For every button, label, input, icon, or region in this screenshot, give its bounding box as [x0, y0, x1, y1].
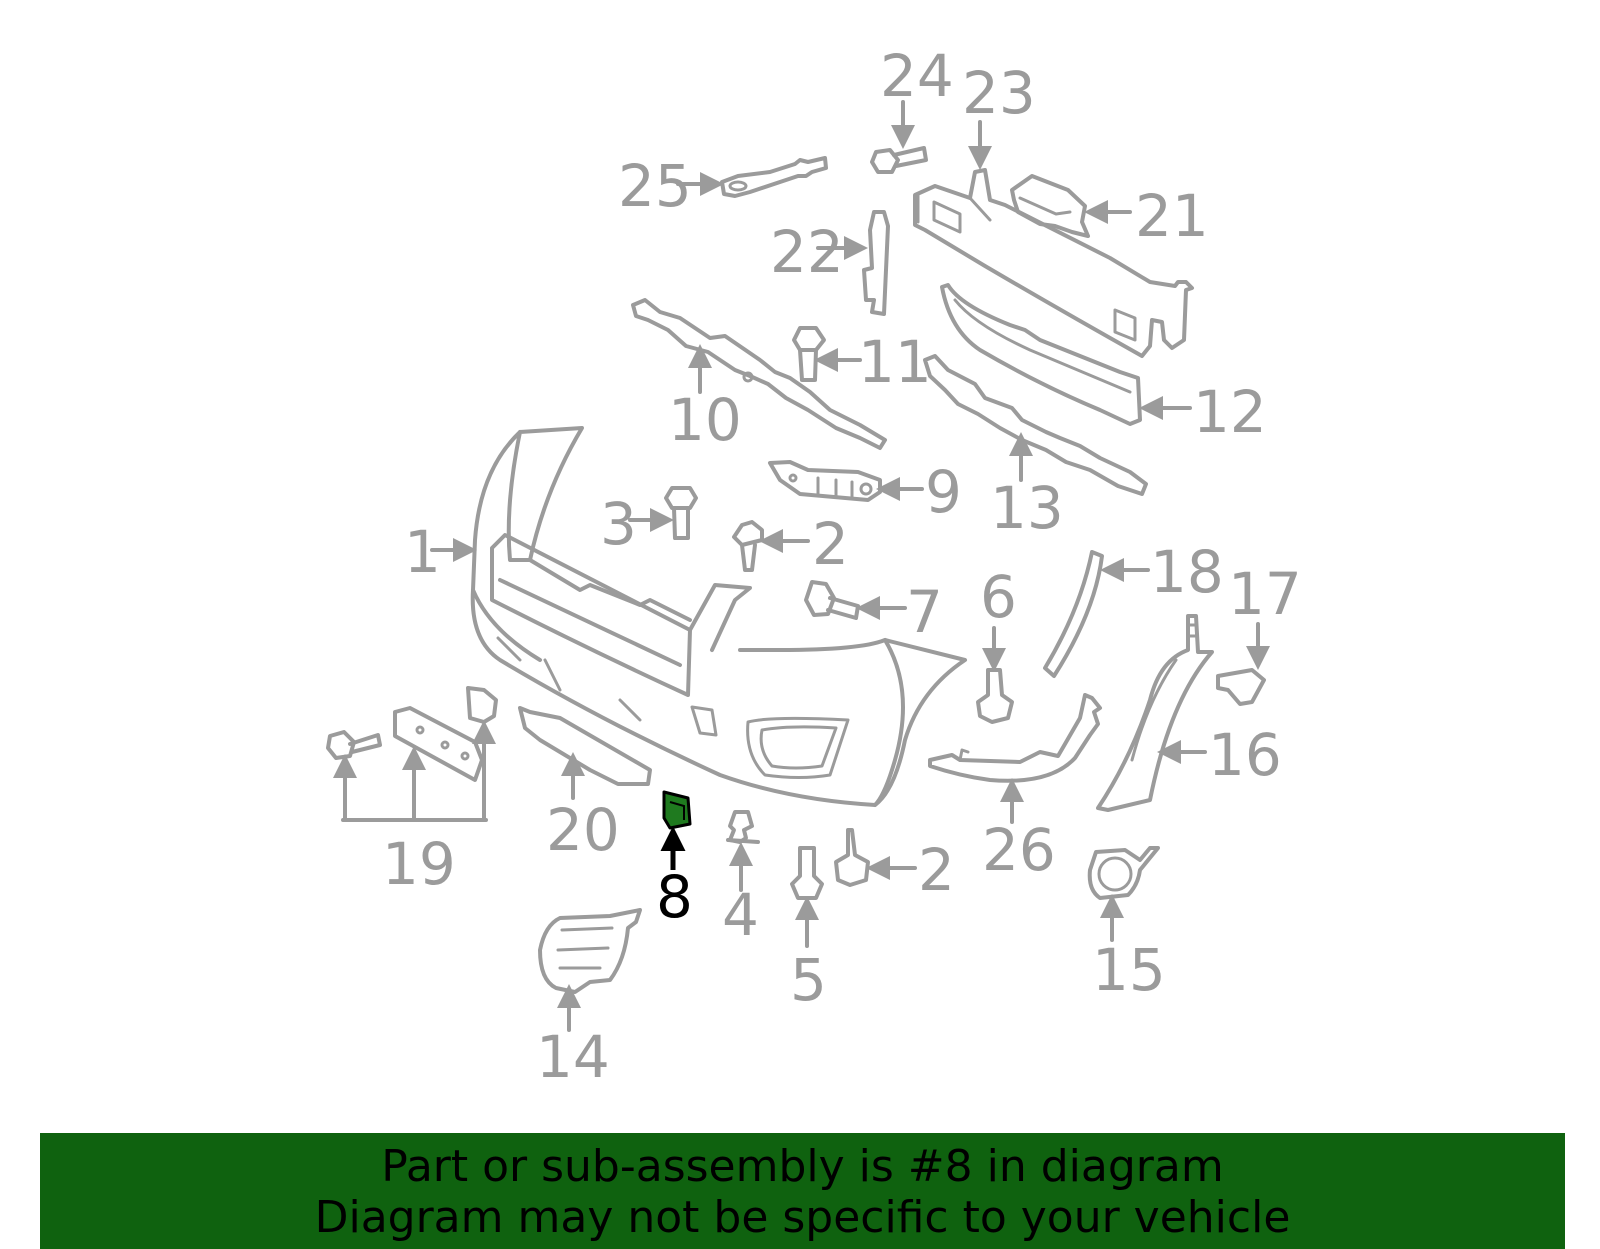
callout-17: 17 [1228, 560, 1302, 628]
callout-14: 14 [536, 1023, 610, 1091]
info-banner: Part or sub-assembly is #8 in diagram Di… [40, 1133, 1565, 1249]
part-17-clip[interactable]: 17 [1216, 560, 1302, 706]
callout-13: 13 [990, 474, 1064, 542]
callout-20: 20 [546, 796, 620, 864]
callout-18: 18 [1150, 538, 1224, 606]
part-14-fog-bezel-left[interactable]: 14 [536, 908, 642, 1091]
part-2-clip-upper[interactable]: 2 [732, 510, 849, 578]
callout-5: 5 [790, 946, 827, 1014]
callout-22: 22 [770, 218, 844, 286]
part-15-fog-lamp[interactable]: 15 [1087, 846, 1166, 1004]
callout-16: 16 [1208, 721, 1282, 789]
part-11-bolt[interactable]: 11 [792, 326, 932, 396]
callout-3: 3 [600, 490, 637, 558]
callout-4: 4 [722, 881, 759, 949]
parts-diagram: 1 2 2 3 4 5 6 [326, 42, 1302, 1091]
callout-15: 15 [1092, 936, 1166, 1004]
part-4-retainer[interactable]: 4 [722, 810, 760, 949]
banner-line-2: Diagram may not be specific to your vehi… [314, 1192, 1291, 1243]
part-6-bolt[interactable]: 6 [976, 563, 1017, 724]
part-12-absorber[interactable]: 12 [940, 283, 1267, 446]
part-3-bolt[interactable]: 3 [600, 486, 698, 558]
part-16-side-retainer[interactable]: 16 [1096, 614, 1282, 812]
part-22-stay[interactable]: 22 [770, 210, 890, 316]
part-7-bolt[interactable]: 7 [804, 578, 943, 646]
callout-6: 6 [980, 563, 1017, 631]
callout-1: 1 [404, 518, 441, 586]
callout-12: 12 [1193, 378, 1267, 446]
part-23-impact-bar[interactable]: 23 [913, 59, 1194, 358]
part-25-tow-hook[interactable]: 25 [618, 152, 828, 220]
part-13-lower-support[interactable]: 13 [923, 354, 1148, 542]
callout-10: 10 [668, 386, 742, 454]
callout-8: 8 [656, 863, 693, 931]
part-26-lower-molding[interactable]: 26 [928, 693, 1102, 884]
callout-25: 25 [618, 152, 692, 220]
part-20-lower-deflector[interactable]: 20 [518, 706, 652, 864]
part-10-upper-support[interactable]: 10 [631, 298, 887, 454]
callout-19: 19 [382, 830, 456, 898]
part-18-extension[interactable]: 18 [1043, 538, 1224, 678]
callout-23: 23 [962, 59, 1036, 127]
callout-24: 24 [880, 42, 954, 110]
callout-11: 11 [858, 328, 932, 396]
part-24-bolt[interactable]: 24 [870, 42, 954, 174]
callout-2-lower: 2 [918, 836, 955, 904]
part-9-bracket[interactable]: 9 [768, 458, 962, 526]
callout-7: 7 [906, 578, 943, 646]
callout-21: 21 [1135, 182, 1209, 250]
part-5-push-pin[interactable]: 5 [790, 846, 827, 1014]
part-8-highlighted[interactable]: 8 [656, 790, 693, 931]
callout-9: 9 [925, 458, 962, 526]
callout-2-upper: 2 [812, 510, 849, 578]
banner-line-1: Part or sub-assembly is #8 in diagram [381, 1141, 1224, 1192]
callout-26: 26 [982, 816, 1056, 884]
part-1-bumper-cover[interactable]: 1 [404, 426, 967, 807]
part-19-mounting-kit[interactable]: 19 [326, 686, 498, 898]
part-21-bracket[interactable]: 21 [1010, 174, 1209, 250]
part-2-clip-lower[interactable]: 2 [834, 828, 955, 904]
